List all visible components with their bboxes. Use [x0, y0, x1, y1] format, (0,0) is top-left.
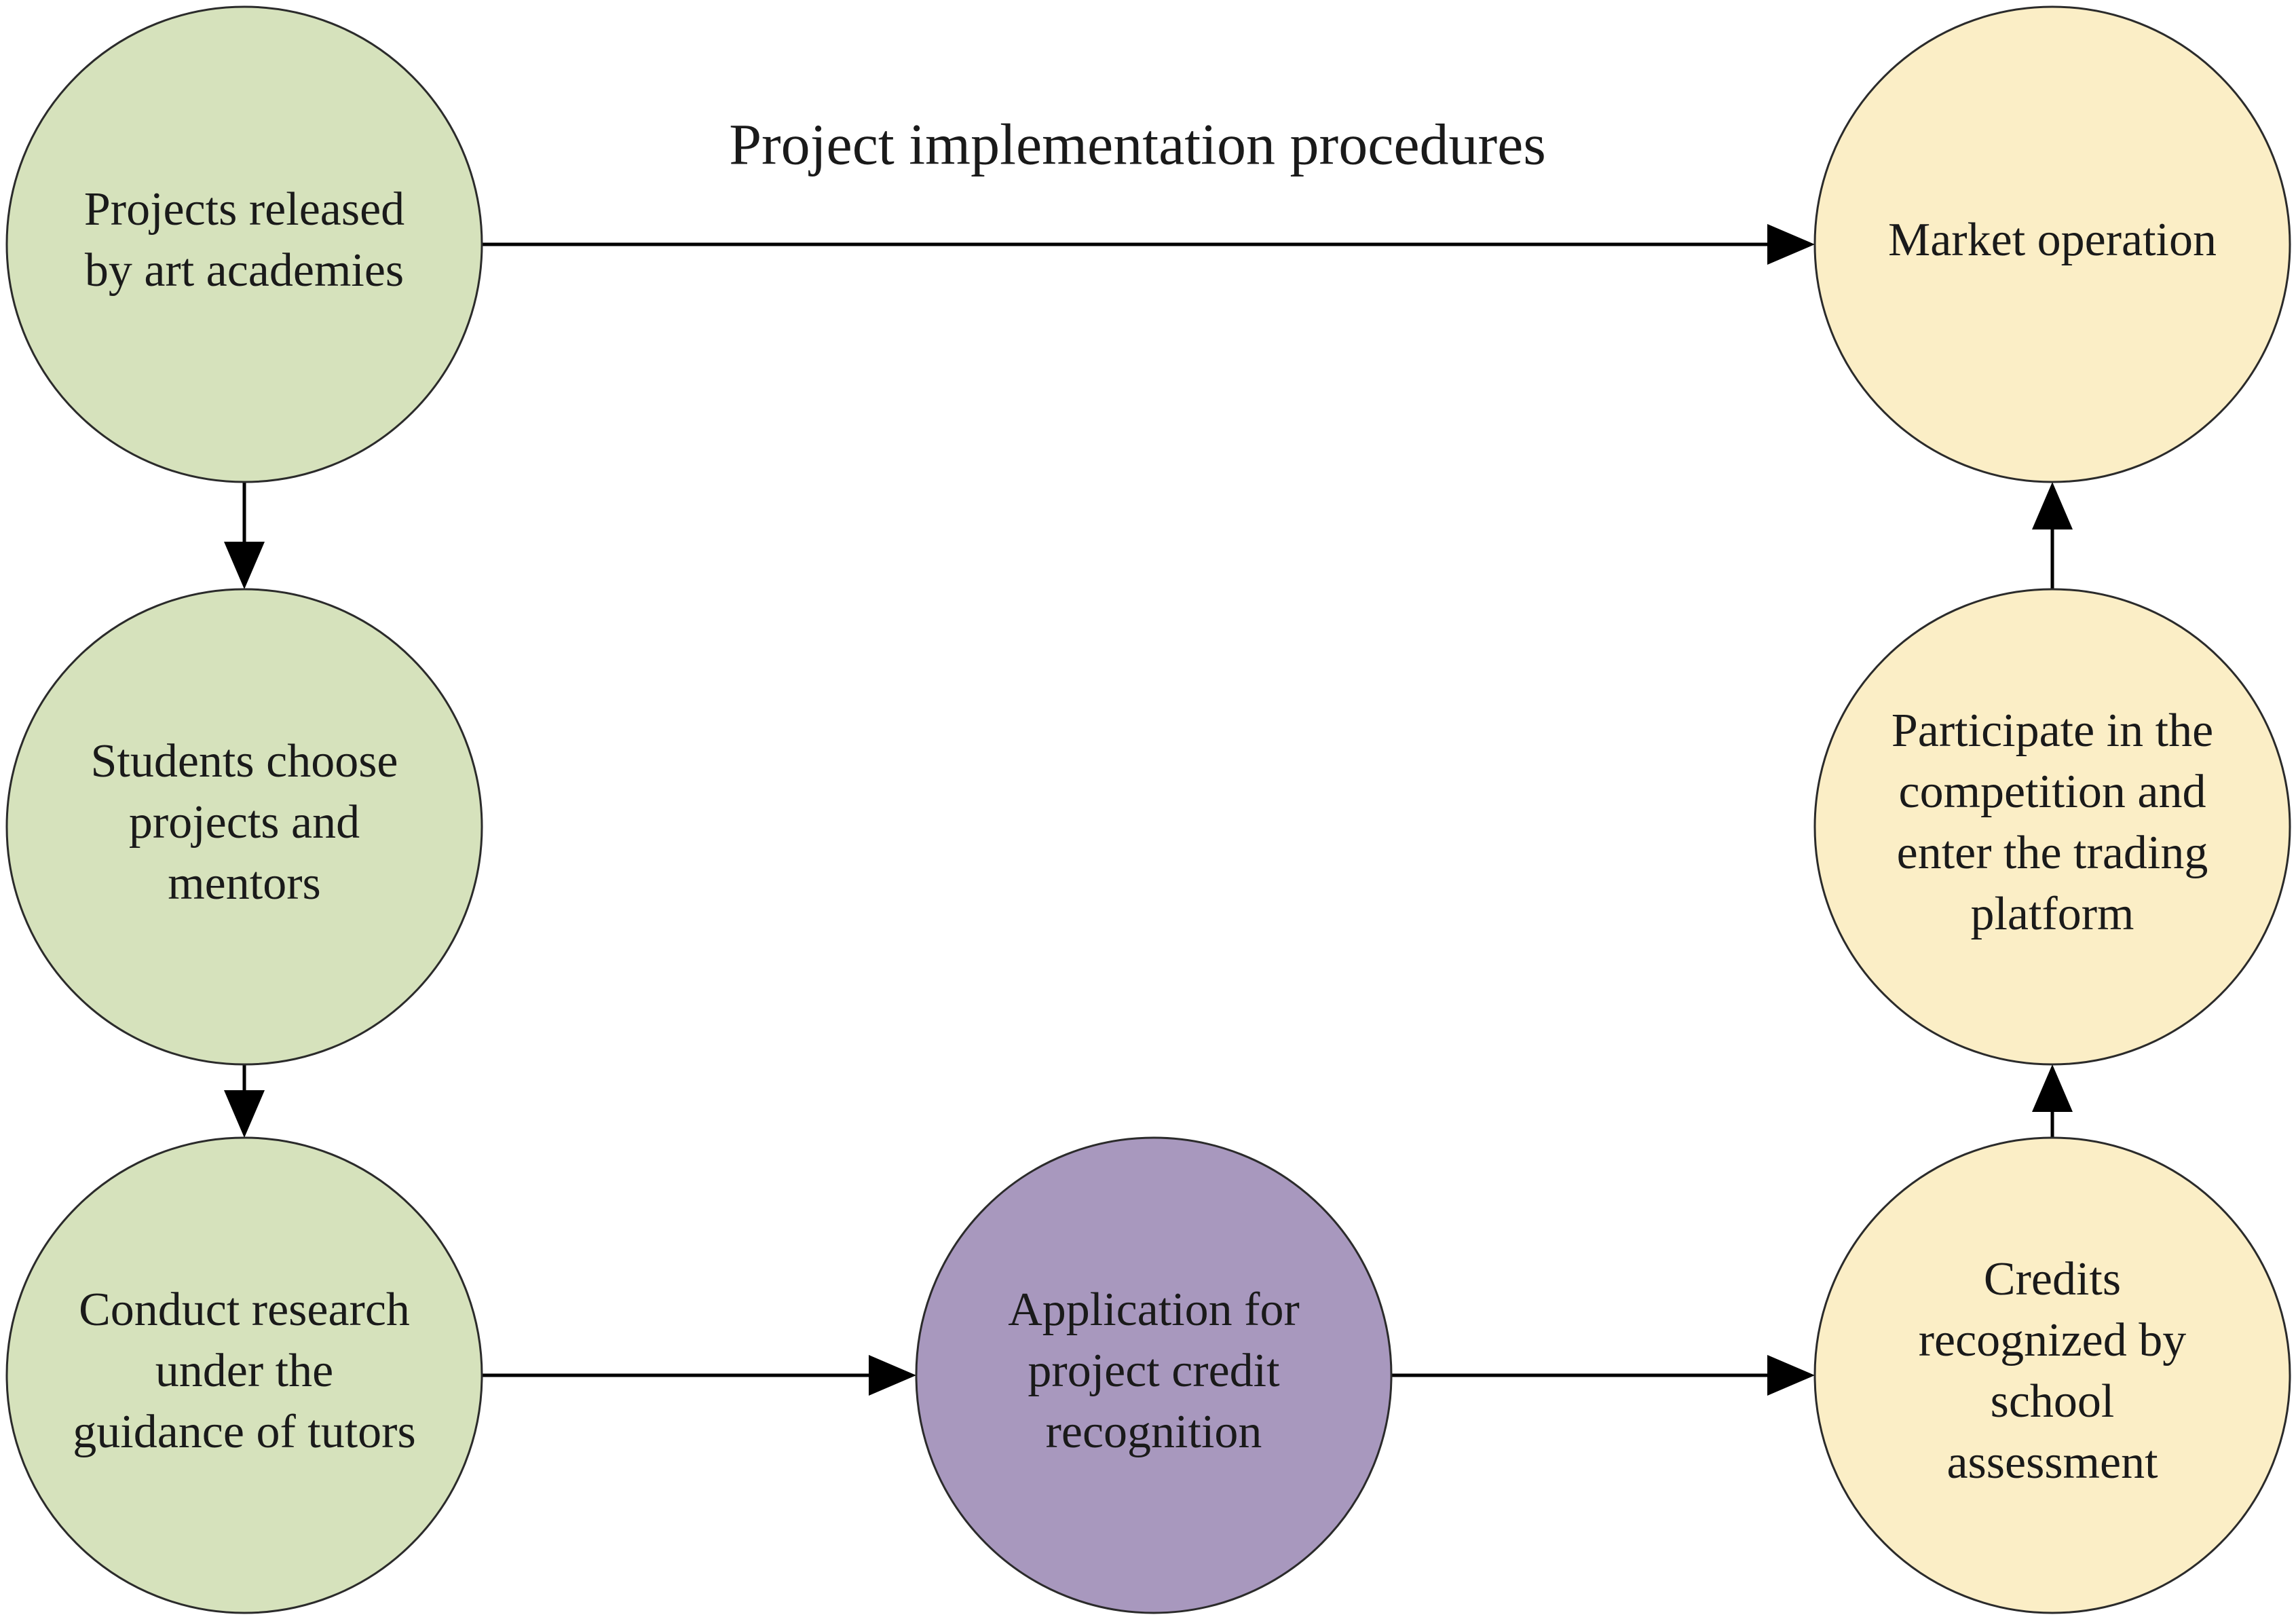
node-label-credits-recognized-line-3: school: [1991, 1375, 2115, 1428]
node-conduct-research: Conduct research under the guidance of tut…: [5, 1136, 483, 1614]
diagram-title: Project implementation procedures: [729, 112, 1546, 177]
arrowhead-participate-competition-to-market-operation: [2032, 482, 2073, 529]
node-circle-conduct-research: [5, 1136, 483, 1614]
node-label-participate-competition-line-3: enter the trading: [1897, 827, 2208, 879]
node-label-students-choose-line-3: mentors: [168, 857, 321, 910]
node-credits-recognized: Credits recognized by school assessment: [1813, 1136, 2291, 1614]
arrowhead-credits-recognized-to-participate-competition: [2032, 1064, 2073, 1112]
node-label-conduct-research-line-3: guidance of tutors: [73, 1406, 415, 1458]
arrowhead-conduct-research-to-application-credit: [869, 1355, 916, 1396]
node-circle-market-operation: [1813, 5, 2291, 483]
node-label-students-choose-line-1: Students choose: [90, 735, 398, 787]
node-label-participate-competition-line-2: competition and: [1899, 766, 2206, 818]
arrowhead-application-credit-to-credits-recognized: [1767, 1355, 1815, 1396]
node-market-operation: Market operation: [1813, 5, 2291, 483]
node-label-participate-competition-line-4: platform: [1970, 888, 2134, 940]
node-label-credits-recognized-line-2: recognized by: [1919, 1314, 2187, 1366]
node-application-credit: Application for project credit recognition: [915, 1136, 1393, 1614]
node-label-credits-recognized-line-1: Credits: [1984, 1253, 2121, 1305]
node-label-conduct-research-line-1: Conduct research: [79, 1284, 410, 1336]
node-circle-students-choose: [5, 588, 483, 1066]
edges-layer: [224, 224, 2073, 1396]
node-label-projects-released-line-1: Projects released: [84, 183, 404, 236]
nodes-layer: Projects released by art academiesStudent…: [5, 5, 2291, 1614]
node-label-credits-recognized-line-4: assessment: [1946, 1436, 2158, 1489]
node-label-application-credit-line-2: project credit: [1028, 1345, 1280, 1397]
node-projects-released: Projects released by art academies: [5, 5, 483, 483]
node-label-application-credit-line-3: recognition: [1046, 1406, 1262, 1458]
node-circle-projects-released: [5, 5, 483, 483]
node-label-participate-competition-line-1: Participate in the: [1892, 705, 2213, 757]
node-label-application-credit-line-1: Application for: [1008, 1284, 1300, 1336]
arrowhead-projects-released-to-students-choose: [224, 542, 265, 589]
node-circle-credits-recognized: [1813, 1136, 2291, 1614]
node-label-students-choose-line-2: projects and: [129, 796, 360, 849]
node-students-choose: Students choose projects and mentors: [5, 588, 483, 1066]
node-circle-application-credit: [915, 1136, 1393, 1614]
node-label-conduct-research-line-2: under the: [155, 1345, 333, 1397]
arrowhead-students-choose-to-conduct-research: [224, 1090, 265, 1138]
arrowhead-projects-released-to-market-operation: [1767, 224, 1815, 265]
node-participate-competition: Participate in the competition and enter t…: [1813, 588, 2291, 1066]
node-label-market-operation-line-1: Market operation: [1888, 214, 2217, 266]
node-label-projects-released-line-2: by art academies: [85, 244, 404, 297]
node-circle-participate-competition: [1813, 588, 2291, 1066]
